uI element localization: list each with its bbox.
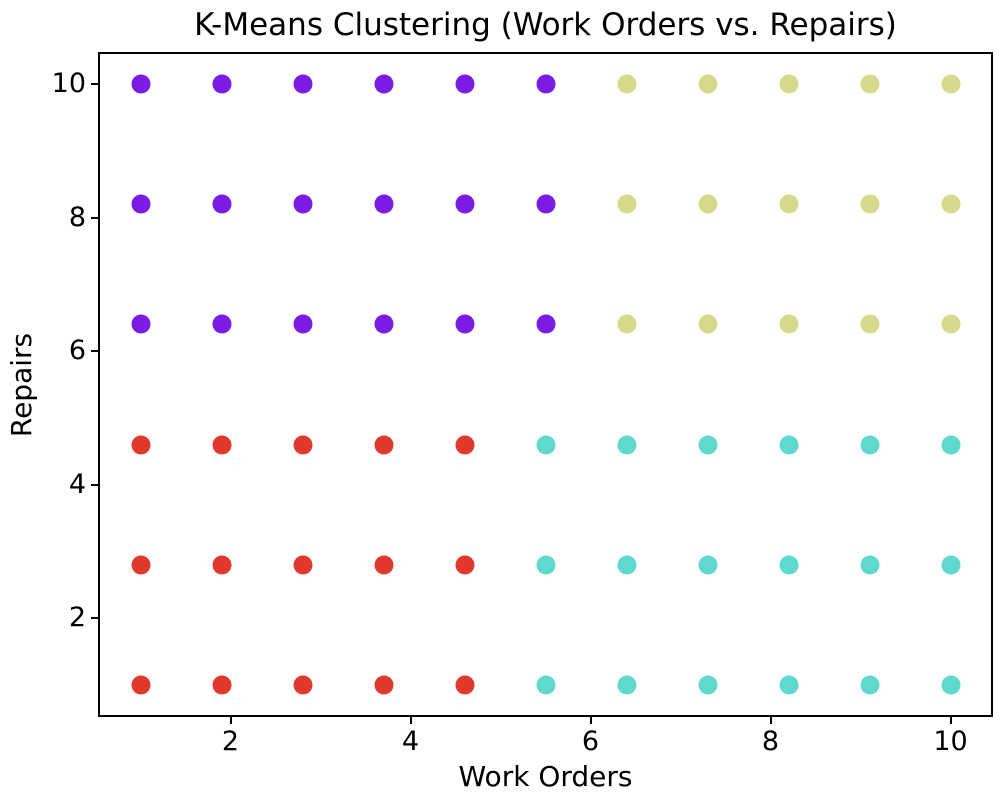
x-tick-label: 4 [401,726,420,757]
scatter-point-cluster-khaki [860,74,879,94]
x-axis-tick [229,715,232,724]
y-axis-tick [91,617,100,620]
x-axis-label: Work Orders [458,760,633,793]
scatter-point-cluster-purple [131,314,150,334]
scatter-point-cluster-cyan [779,555,798,575]
x-axis-tick [769,715,772,724]
scatter-point-cluster-red [212,435,231,455]
y-axis-tick [91,483,100,486]
scatter-point-cluster-khaki [698,314,717,334]
y-axis-label: Repairs [5,332,38,438]
y-tick-label: 2 [68,602,86,634]
y-tick-label: 8 [68,201,86,233]
scatter-point-cluster-purple [131,74,150,94]
scatter-point-cluster-cyan [698,555,717,575]
scatter-point-cluster-cyan [941,555,960,575]
scatter-point-cluster-khaki [941,194,960,214]
scatter-point-cluster-khaki [860,314,879,334]
scatter-point-cluster-khaki [860,194,879,214]
scatter-point-cluster-red [131,435,150,455]
scatter-point-cluster-khaki [779,74,798,94]
x-tick-label: 8 [761,726,780,757]
scatter-point-cluster-purple [293,194,312,214]
scatter-point-cluster-purple [293,74,312,94]
scatter-point-cluster-cyan [536,675,555,695]
scatter-point-cluster-khaki [617,74,636,94]
y-tick-label: 6 [68,335,86,367]
chart-title: K-Means Clustering (Work Orders vs. Repa… [194,7,897,43]
scatter-point-cluster-cyan [941,675,960,695]
scatter-point-cluster-khaki [698,74,717,94]
scatter-point-cluster-red [212,555,231,575]
scatter-point-cluster-cyan [779,435,798,455]
scatter-point-cluster-cyan [698,435,717,455]
scatter-point-cluster-purple [212,74,231,94]
scatter-point-cluster-red [455,675,474,695]
scatter-point-cluster-purple [536,74,555,94]
scatter-point-cluster-red [374,675,393,695]
scatter-point-cluster-purple [374,194,393,214]
scatter-point-cluster-cyan [860,555,879,575]
scatter-point-cluster-red [293,675,312,695]
scatter-point-cluster-red [374,555,393,575]
scatter-point-cluster-purple [455,74,474,94]
y-axis-tick [91,83,100,86]
scatter-point-cluster-red [212,675,231,695]
x-axis-tick [949,715,952,724]
plot-area: 2 4 6 8 10 2 4 6 8 10 [52,52,993,757]
scatter-point-cluster-red [131,675,150,695]
scatter-point-cluster-red [374,435,393,455]
y-axis-tick [91,216,100,219]
scatter-point-cluster-cyan [617,555,636,575]
scatter-point-cluster-purple [536,194,555,214]
scatter-point-cluster-red [293,435,312,455]
x-tick-label: 10 [933,726,968,757]
scatter-point-cluster-khaki [617,314,636,334]
x-axis-tick [409,715,412,724]
scatter-point-cluster-khaki [779,194,798,214]
scatter-point-cluster-purple [293,314,312,334]
scatter-point-cluster-purple [536,314,555,334]
scatter-point-cluster-cyan [536,555,555,575]
scatter-point-cluster-cyan [617,435,636,455]
scatter-point-cluster-purple [131,194,150,214]
x-axis-tick [589,715,592,724]
scatter-point-cluster-red [293,555,312,575]
scatter-point-cluster-cyan [617,675,636,695]
scatter-point-cluster-purple [455,314,474,334]
scatter-point-cluster-purple [212,314,231,334]
scatter-point-cluster-purple [374,74,393,94]
scatter-point-cluster-purple [374,314,393,334]
scatter-point-cluster-khaki [698,194,717,214]
scatter-point-cluster-cyan [536,435,555,455]
scatter-point-cluster-red [455,555,474,575]
x-tick-label: 2 [221,726,240,757]
scatter-point-cluster-khaki [941,314,960,334]
scatter-point-cluster-khaki [941,74,960,94]
scatter-point-cluster-cyan [860,435,879,455]
scatter-point-cluster-purple [455,194,474,214]
scatter-point-cluster-cyan [698,675,717,695]
scatter-point-cluster-cyan [941,435,960,455]
scatter-point-cluster-purple [212,194,231,214]
scatter-point-cluster-khaki [617,194,636,214]
y-tick-label: 10 [51,68,86,100]
scatter-point-cluster-red [131,555,150,575]
y-axis-tick [91,350,100,353]
scatter-point-cluster-cyan [860,675,879,695]
scatter-point-cluster-khaki [779,314,798,334]
x-tick-label: 6 [581,726,600,757]
y-tick-label: 4 [68,468,86,500]
scatter-point-cluster-cyan [779,675,798,695]
scatter-point-cluster-red [455,435,474,455]
